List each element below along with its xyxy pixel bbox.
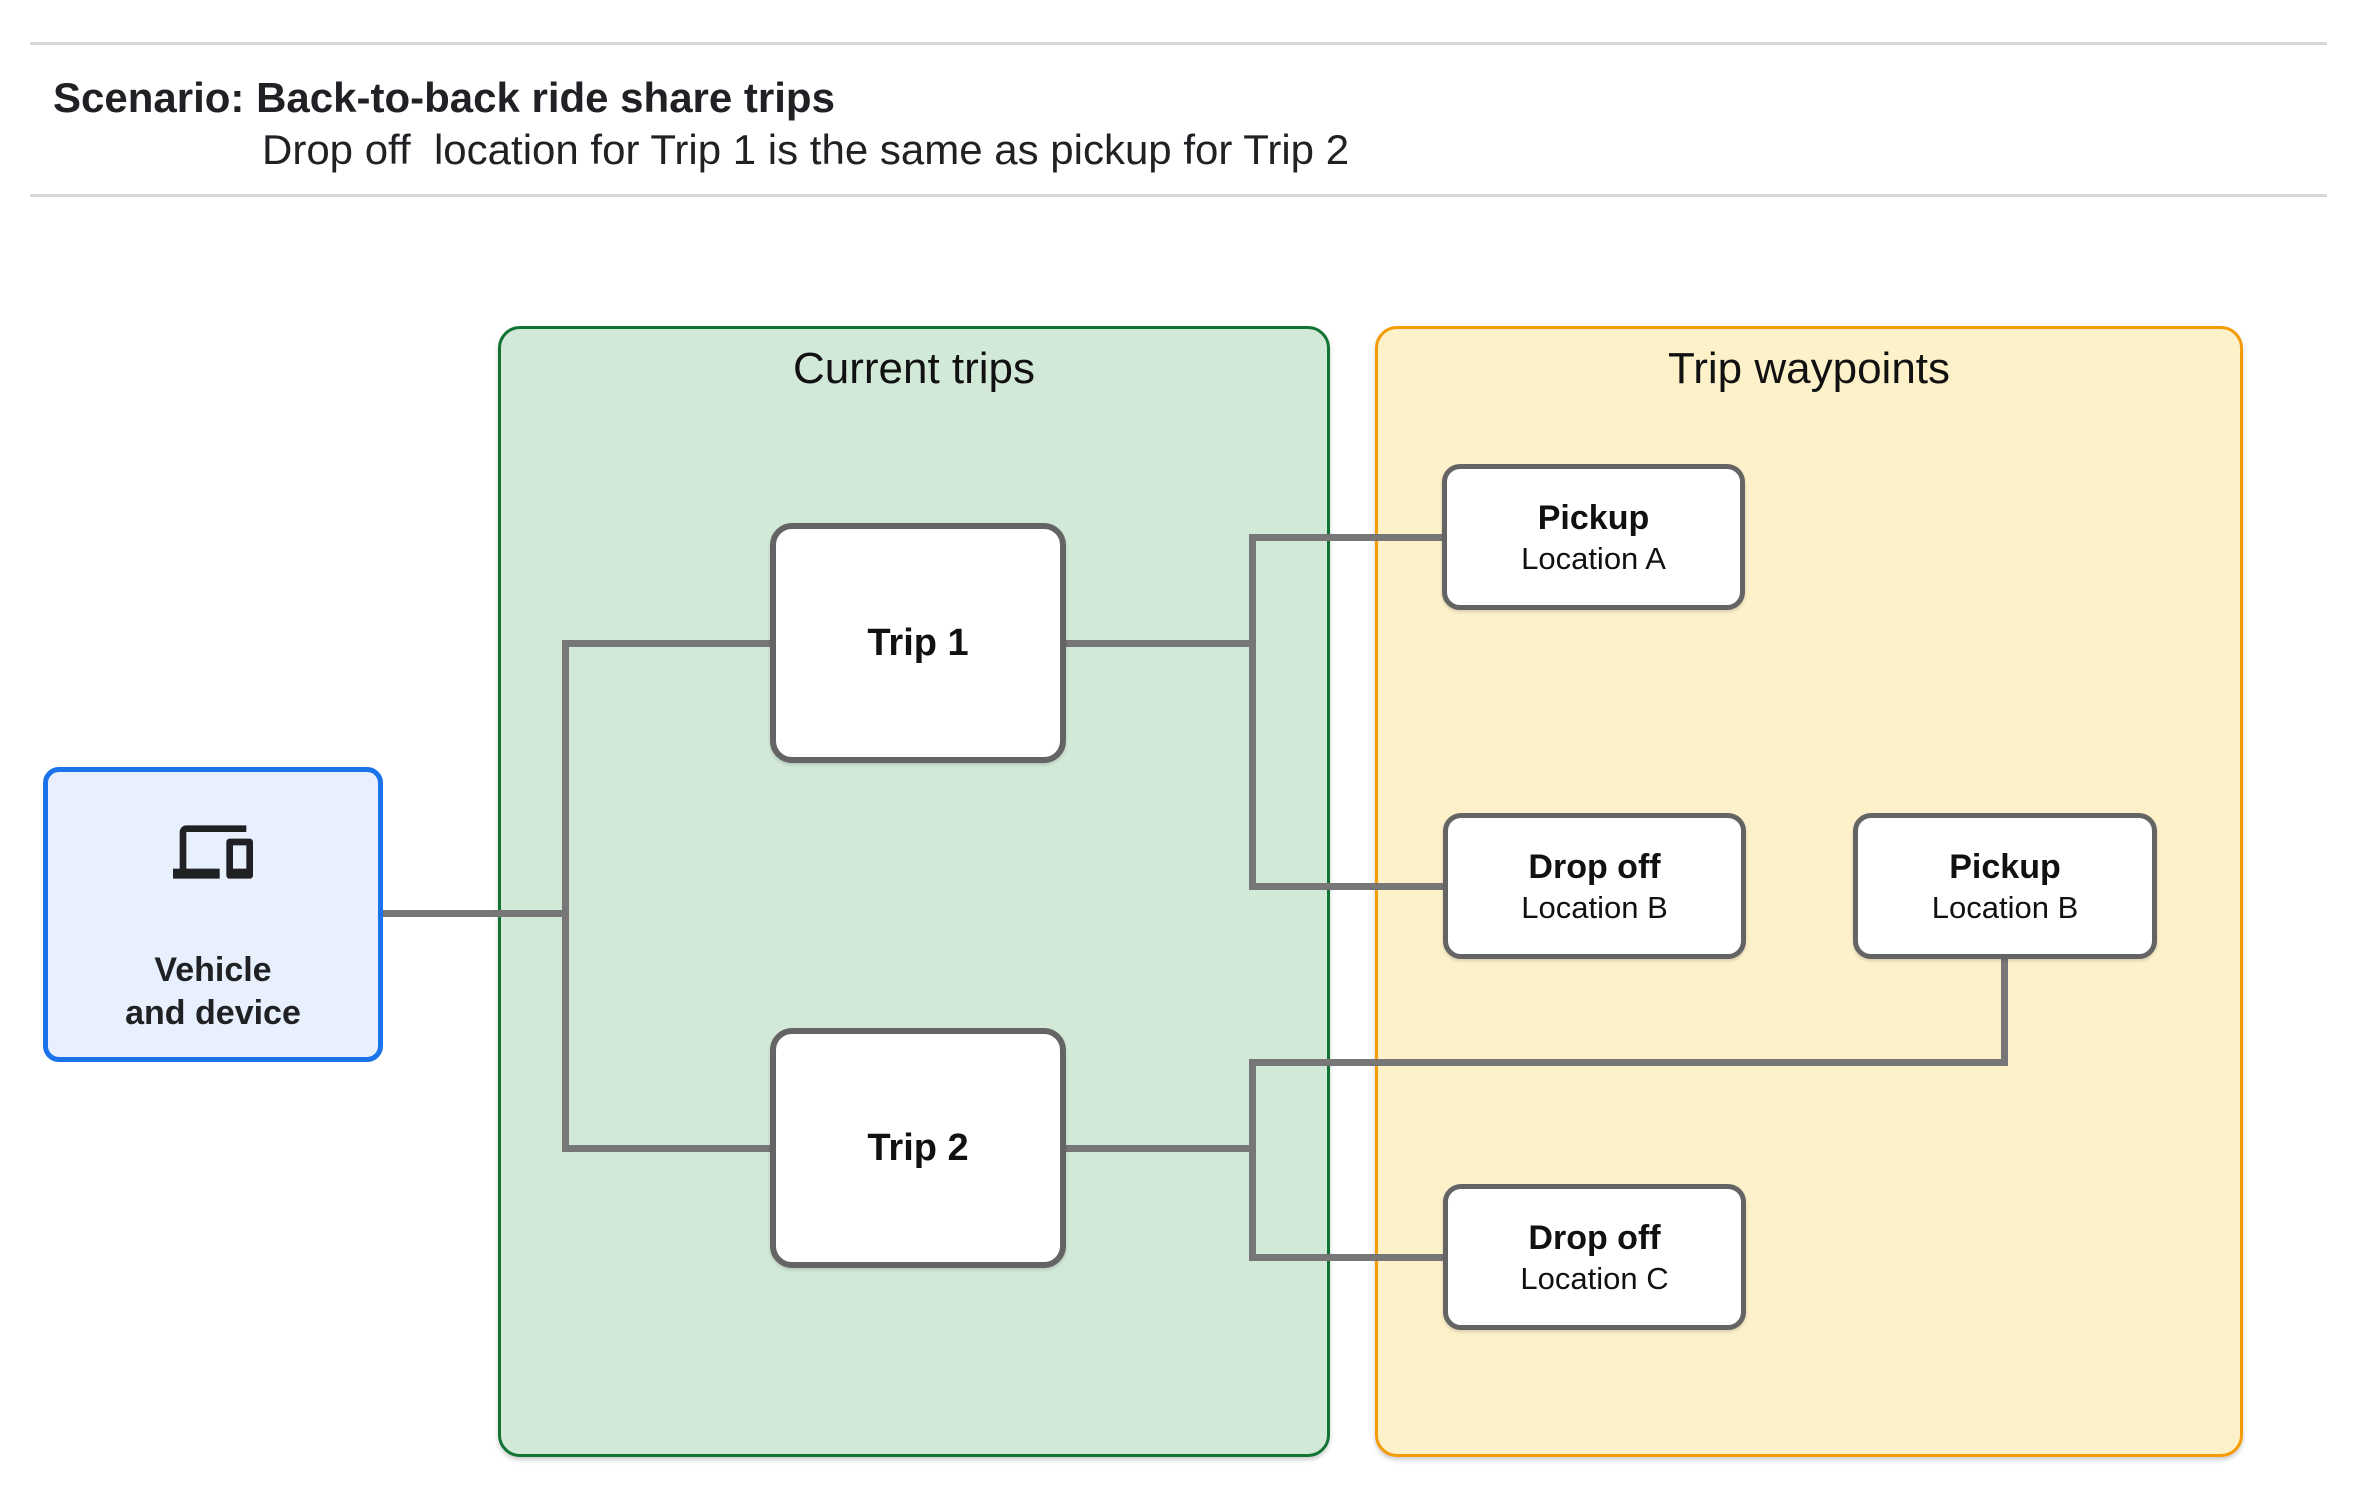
devices-icon: [173, 812, 253, 892]
node-dropoff-b: Drop off Location B: [1443, 813, 1746, 959]
vehicle-node: Vehicle and device: [43, 767, 383, 1062]
page-subtitle: Drop off location for Trip 1 is the same…: [262, 126, 1350, 173]
trip-1-label: Trip 1: [867, 621, 969, 664]
header-rule-top: [30, 42, 2327, 45]
dropoff-c-subtitle: Location C: [1520, 1261, 1669, 1296]
pickup-b-subtitle: Location B: [1931, 890, 2079, 925]
node-trip-2: Trip 2: [770, 1028, 1066, 1268]
node-pickup-a: Pickup Location A: [1442, 464, 1745, 610]
dropoff-b-subtitle: Location B: [1521, 890, 1668, 925]
connector-vehicle-to-trunk: [383, 910, 568, 917]
dropoff-b-title: Drop off: [1528, 848, 1661, 886]
vehicle-label: Vehicle and device: [125, 949, 301, 1035]
connector-trip1-trunk-vertical: [1249, 534, 1256, 890]
dropoff-c-title: Drop off: [1528, 1219, 1661, 1257]
pickup-a-title: Pickup: [1537, 499, 1650, 537]
connector-to-pickup-a: [1249, 534, 1442, 541]
trip-2-label: Trip 2: [867, 1126, 969, 1169]
pickup-a-subtitle: Location A: [1521, 541, 1666, 576]
connector-trunk-to-trip2: [562, 1145, 770, 1152]
panel-current-trips: [498, 326, 1330, 1457]
connector-to-dropoff-b: [1249, 883, 1443, 890]
node-pickup-b: Pickup Location B: [1853, 813, 2157, 959]
node-trip-1: Trip 1: [770, 523, 1066, 763]
connector-trips-trunk-vertical: [562, 640, 569, 1152]
connector-pickup-b-horizontal: [1249, 1059, 2008, 1066]
connector-trunk-to-trip1: [562, 640, 770, 647]
panel-current-trips-title: Current trips: [792, 344, 1036, 393]
connector-to-dropoff-c: [1249, 1254, 1443, 1261]
vehicle-label-line1: Vehicle: [154, 951, 272, 989]
header-rule-bottom: [30, 194, 2327, 197]
pickup-b-title: Pickup: [1949, 848, 2061, 886]
node-dropoff-c: Drop off Location C: [1443, 1184, 1746, 1330]
vehicle-label-line2: and device: [125, 994, 301, 1032]
connector-pickup-b-stub: [2001, 958, 2008, 1066]
connector-trip2-out: [1066, 1145, 1256, 1152]
page-title: Scenario: Back-to-back ride share trips: [53, 74, 835, 121]
connector-trip2-trunk-vertical: [1249, 1059, 1256, 1261]
panel-trip-waypoints-title: Trip waypoints: [1667, 344, 1951, 393]
connector-trip1-out: [1066, 640, 1256, 647]
